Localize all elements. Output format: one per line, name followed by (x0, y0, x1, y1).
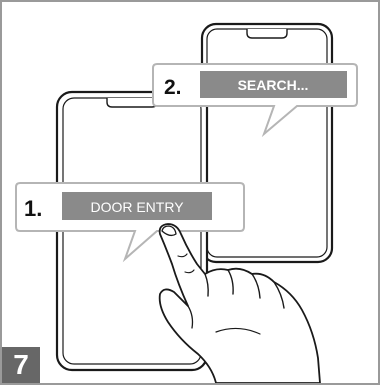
instruction-illustration: 2. SEARCH... 1. DOOR ENTRY (2, 2, 378, 383)
callout-2-number: 2. (164, 76, 182, 99)
callout-1-label: DOOR ENTRY (90, 199, 184, 215)
callout-2-label: SEARCH... (238, 77, 309, 93)
callout-1-number: 1. (24, 196, 42, 221)
step-number-badge: 7 (2, 347, 40, 383)
